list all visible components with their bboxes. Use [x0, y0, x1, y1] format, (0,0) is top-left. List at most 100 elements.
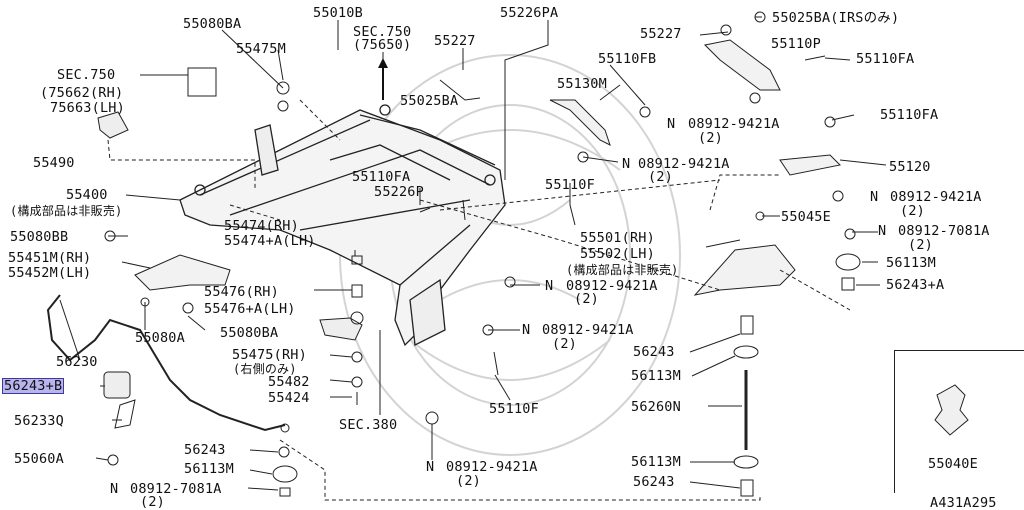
part-label[interactable]: 55080BB	[10, 229, 69, 245]
part-label[interactable]: 55025BA(IRSのみ)	[772, 10, 900, 26]
part-note: (右側のみ)	[233, 362, 297, 376]
mount-bracket-shape	[187, 67, 217, 97]
inset-box	[894, 350, 1024, 493]
part-label[interactable]: 55451M(RH)	[8, 250, 92, 266]
section-ref[interactable]: SEC.750	[353, 24, 412, 40]
n-symbol-icon: N	[545, 278, 554, 294]
part-label[interactable]: 55110P	[771, 36, 821, 52]
part-label[interactable]: 55475M	[236, 41, 286, 57]
part-label[interactable]: 08912-9421A	[566, 278, 658, 294]
brace-shape	[134, 254, 231, 291]
part-label[interactable]: 08912-7081A	[130, 481, 222, 497]
part-label[interactable]: 56230	[56, 354, 98, 370]
part-label[interactable]: 55476+A(LH)	[204, 301, 296, 317]
stabilizer-bar-shape	[46, 294, 286, 432]
clip-shape	[934, 384, 969, 436]
bushing-top-shape	[740, 315, 754, 335]
arrow-up-icon	[378, 58, 388, 68]
part-note: (構成部品は非販売)	[10, 204, 123, 218]
n-symbol-icon: N	[110, 481, 119, 497]
part-label[interactable]: 55110F	[489, 401, 539, 417]
part-label[interactable]: 08912-9421A	[446, 459, 538, 475]
part-label[interactable]: 56113M	[184, 461, 234, 477]
quantity-label: (2)	[648, 169, 673, 185]
figure-code: A431A295	[930, 495, 997, 510]
part-label[interactable]: 55045E	[781, 209, 831, 225]
stabilizer-bush-shape	[103, 371, 131, 399]
part-label[interactable]: 55227	[434, 33, 476, 49]
n-symbol-icon: N	[622, 156, 631, 172]
n-symbol-icon: N	[667, 116, 676, 132]
highlighted-part-label[interactable]: 56243+B	[2, 378, 65, 394]
part-label[interactable]: 55080A	[135, 330, 185, 346]
part-label[interactable]: 08912-9421A	[890, 189, 982, 205]
trailing-arm-shape	[549, 99, 611, 146]
part-label[interactable]: 55110F	[545, 177, 595, 193]
part-label[interactable]: 55490	[33, 155, 75, 171]
part-label[interactable]: 55226PA	[500, 5, 559, 21]
lower-arm-shape	[693, 244, 796, 296]
part-label[interactable]: 56233Q	[14, 413, 64, 429]
part-label[interactable]: 55226P	[374, 184, 424, 200]
quantity-label: (2)	[140, 494, 165, 510]
mount-insulator-shape	[97, 111, 129, 139]
part-label[interactable]: 55080BA	[220, 325, 279, 341]
part-label[interactable]: 55474+A(LH)	[224, 233, 316, 249]
part-label[interactable]: 55130M	[557, 76, 607, 92]
part-label[interactable]: 55502(LH)	[580, 246, 655, 262]
leader-lines	[59, 16, 887, 501]
n-symbol-icon: N	[870, 189, 879, 205]
section-ref[interactable]: SEC.750	[57, 67, 116, 83]
part-label[interactable]: 55080BA	[183, 16, 242, 32]
section-ref[interactable]: 75663(LH)	[50, 100, 125, 116]
part-label[interactable]: 56113M	[631, 368, 681, 384]
rear-subframe	[179, 104, 506, 347]
n-symbol-icon: N	[878, 223, 887, 239]
part-label[interactable]: 55110FB	[598, 51, 657, 67]
part-note: (構成部品は非販売)	[566, 263, 679, 277]
part-label[interactable]: 55110FA	[880, 107, 939, 123]
part-label[interactable]: 56113M	[886, 255, 936, 271]
part-label[interactable]: 56260N	[631, 399, 681, 415]
part-label[interactable]: 56243	[633, 474, 675, 490]
section-ref[interactable]: (75650)	[353, 37, 412, 53]
part-label[interactable]: 55110FA	[856, 51, 915, 67]
n-symbol-icon: N	[522, 322, 531, 338]
part-label[interactable]: 55010B	[313, 5, 363, 21]
part-label[interactable]: 55475(RH)	[232, 347, 307, 363]
part-label[interactable]: 55424	[268, 390, 310, 406]
part-label[interactable]: 56243	[633, 344, 675, 360]
quantity-label: (2)	[574, 291, 599, 307]
quantity-label: (2)	[900, 203, 925, 219]
part-label[interactable]: 55501(RH)	[580, 230, 655, 246]
part-label[interactable]: 56243+A	[886, 277, 945, 293]
part-label[interactable]: 55110FA	[352, 169, 411, 185]
quantity-label: (2)	[908, 237, 933, 253]
section-ref[interactable]: (75662(RH)	[40, 85, 124, 101]
part-label[interactable]: 56113M	[631, 454, 681, 470]
section-ref[interactable]: SEC.380	[339, 417, 398, 433]
part-label[interactable]: 08912-7081A	[898, 223, 990, 239]
quantity-label: (2)	[698, 130, 723, 146]
part-label[interactable]: 55476(RH)	[204, 284, 279, 300]
part-label[interactable]: 55452M(LH)	[8, 265, 92, 281]
part-label[interactable]: 55060A	[14, 451, 64, 467]
part-label[interactable]: 55474(RH)	[224, 218, 299, 234]
n-symbol-icon: N	[426, 459, 435, 475]
part-label[interactable]: 08912-9421A	[638, 156, 730, 172]
part-label[interactable]: 55227	[640, 26, 682, 42]
part-label[interactable]: 08912-9421A	[542, 322, 634, 338]
part-label[interactable]: 08912-9421A	[688, 116, 780, 132]
part-label[interactable]: 55040E	[928, 456, 978, 472]
part-label[interactable]: 55400	[66, 187, 108, 203]
part-label[interactable]: 55025BA	[400, 93, 459, 109]
quantity-label: (2)	[552, 336, 577, 352]
part-label[interactable]: 55482	[268, 374, 310, 390]
upper-link-shape	[703, 39, 781, 91]
lower-link-shape	[779, 154, 842, 176]
quantity-label: (2)	[456, 473, 481, 489]
part-label[interactable]: 56243	[184, 442, 226, 458]
part-label[interactable]: 55120	[889, 159, 931, 175]
